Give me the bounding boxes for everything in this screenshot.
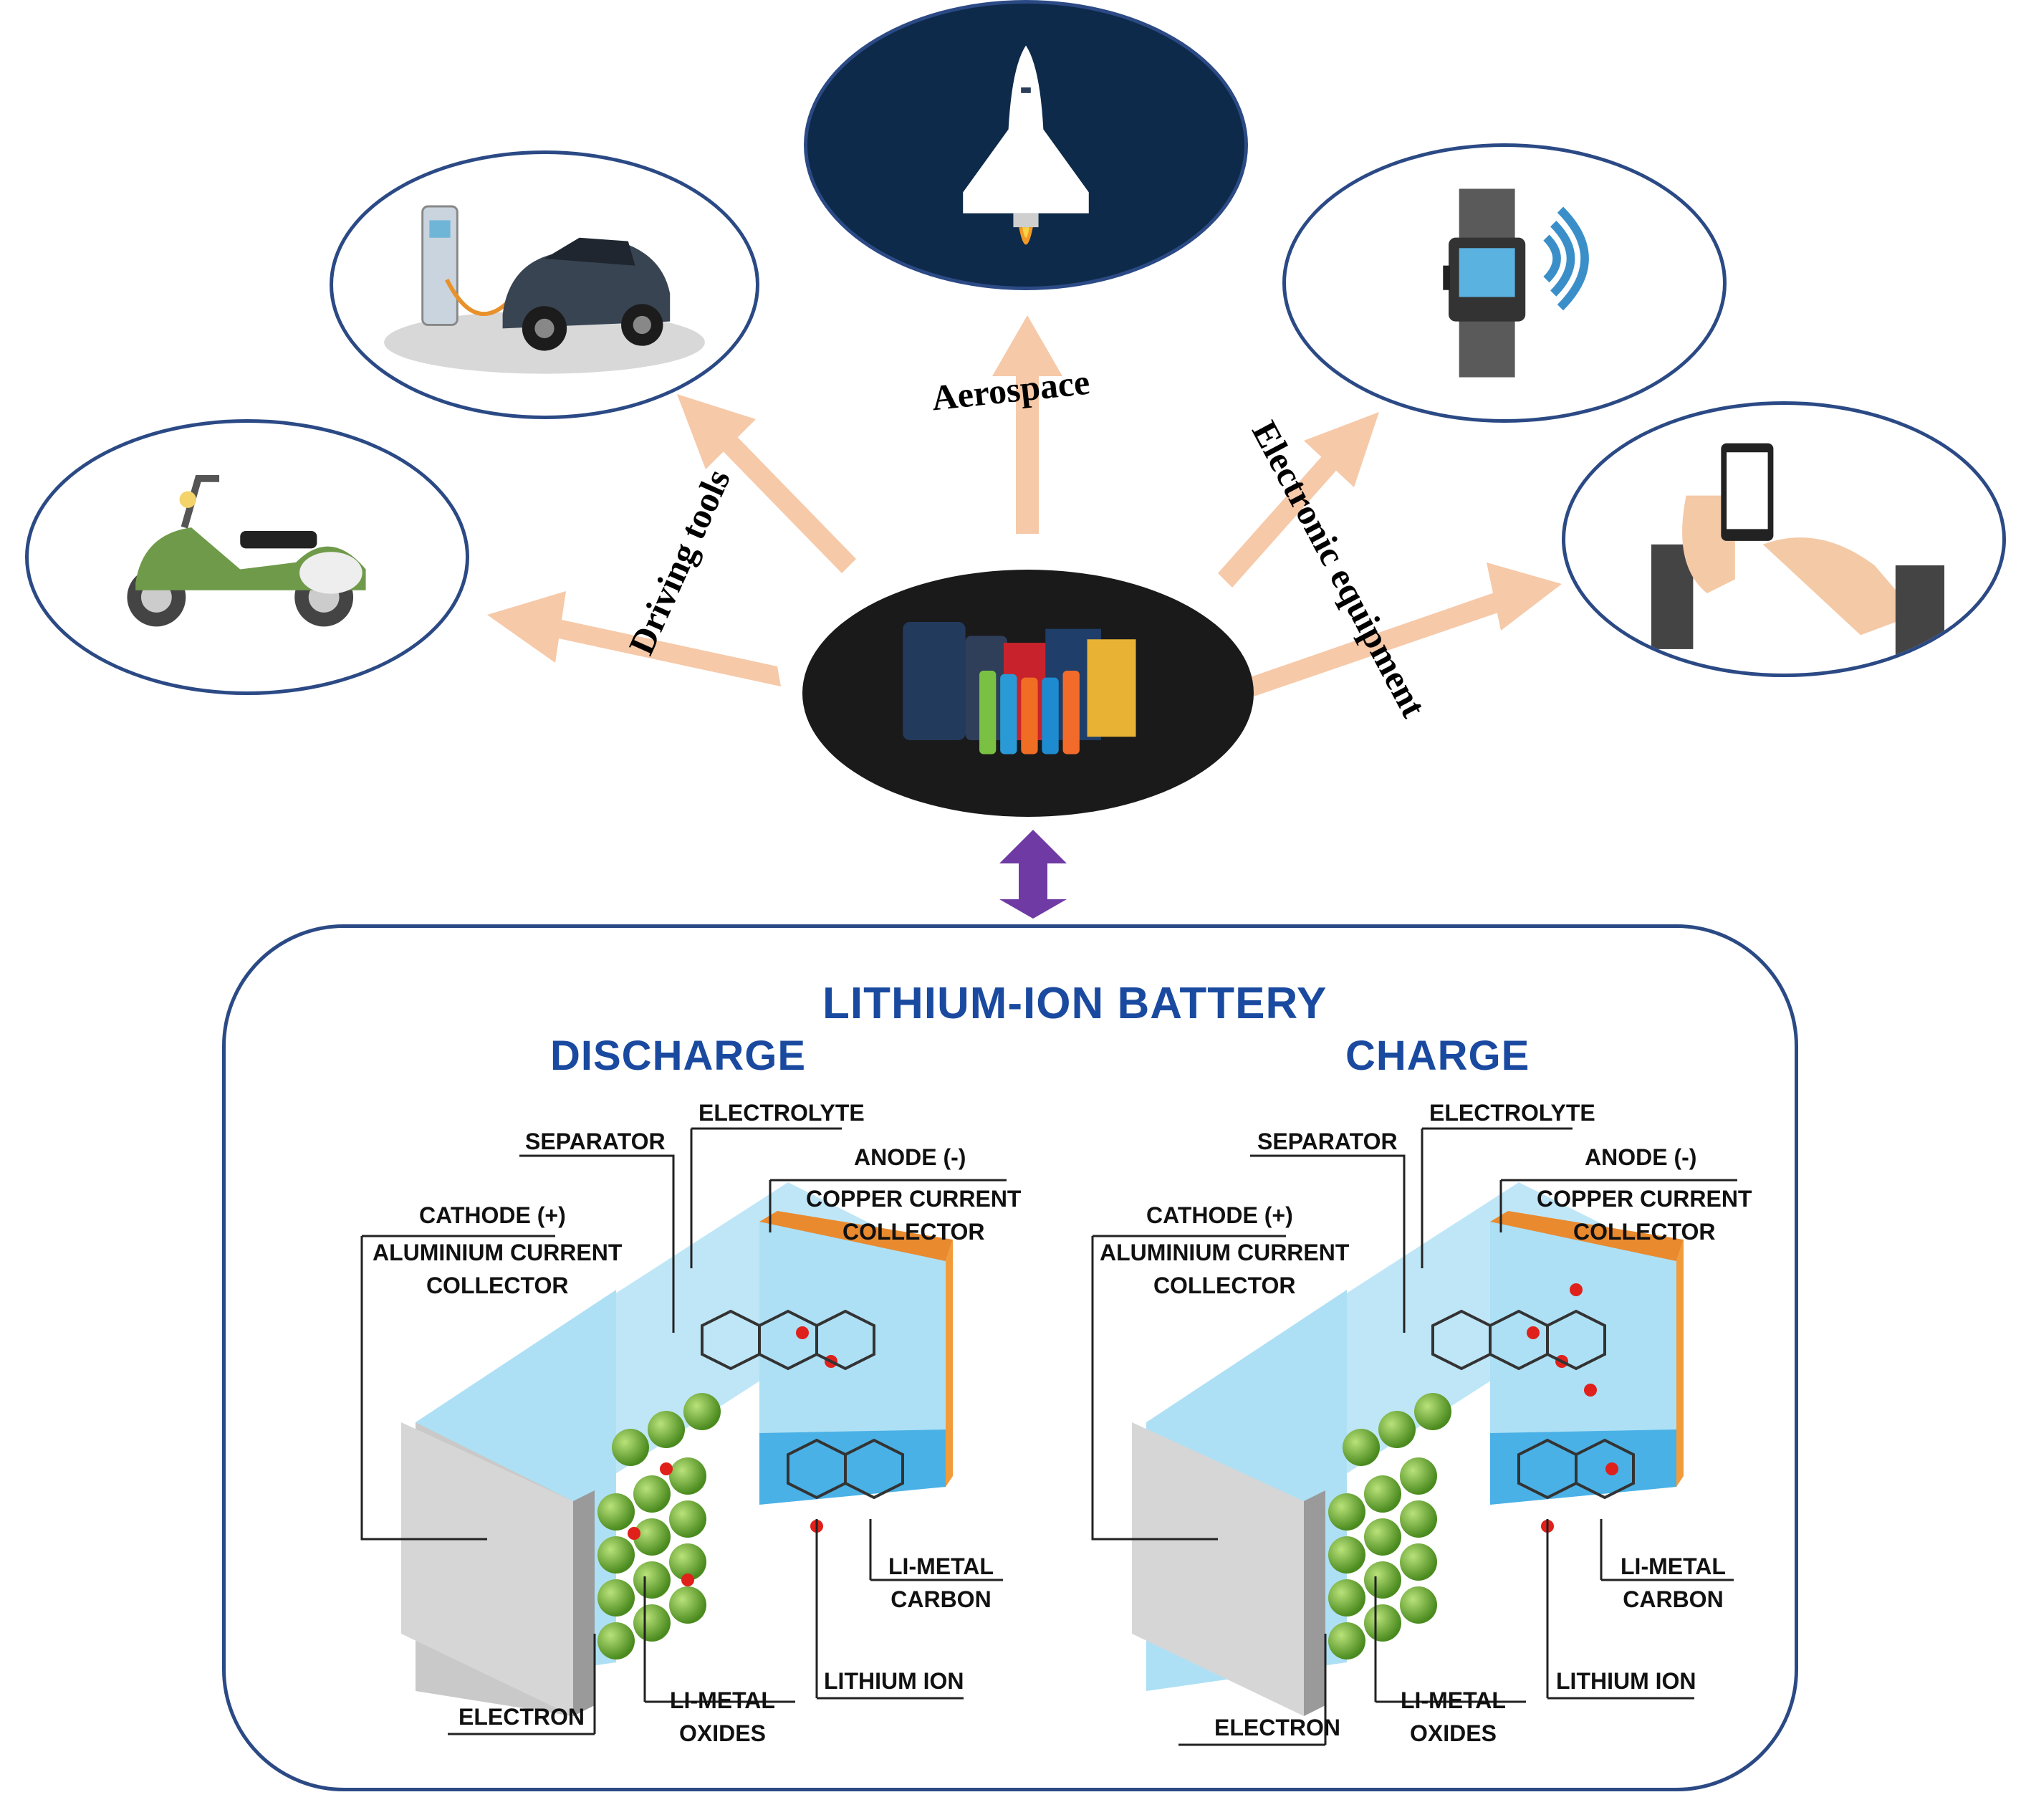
charge-li-metal-carbon-label: LI-METAL CARBON xyxy=(1621,1550,1726,1616)
charge-li-metal-oxides-line1: LI-METAL xyxy=(1401,1687,1506,1713)
smartphone-icon xyxy=(1651,443,1945,656)
charge-copper-line2: COLLECTOR xyxy=(1573,1219,1716,1245)
discharge-anode-label: ANODE (-) xyxy=(854,1144,966,1170)
charge-li-metal-carbon-line1: LI-METAL xyxy=(1621,1553,1726,1579)
scooter-ellipse xyxy=(25,419,469,695)
discharge-title: DISCHARGE xyxy=(550,1033,807,1079)
label-aerospace: Aerospace xyxy=(929,361,1092,418)
space-shuttle-icon xyxy=(963,45,1089,245)
charge-anode-label: ANODE (-) xyxy=(1585,1144,1697,1170)
charge-li-metal-carbon-line2: CARBON xyxy=(1623,1586,1724,1612)
charge-li-metal-oxides-label: LI-METAL OXIDES xyxy=(1401,1684,1506,1750)
batteries-ellipse xyxy=(802,570,1254,817)
charge-cathode-label: CATHODE (+) xyxy=(1146,1202,1293,1228)
charge-aluminium-line1: ALUMINIUM CURRENT xyxy=(1100,1240,1350,1265)
discharge-li-metal-oxides-line2: OXIDES xyxy=(679,1720,766,1746)
charge-title: CHARGE xyxy=(1345,1033,1530,1079)
smartwatch-icon xyxy=(1443,188,1589,378)
discharge-aluminium-label: ALUMINIUM CURRENT COLLECTOR xyxy=(373,1236,622,1302)
discharge-li-metal-carbon-line2: CARBON xyxy=(890,1586,992,1612)
smartwatch-ellipse xyxy=(1282,143,1727,423)
charge-lithium-ion-label: LITHIUM ION xyxy=(1556,1668,1696,1694)
double-arrow-icon xyxy=(999,830,1067,919)
panel-title: LITHIUM-ION BATTERY xyxy=(822,979,1328,1028)
discharge-electron-label: ELECTRON xyxy=(459,1704,585,1730)
battery-panel xyxy=(222,924,1798,1791)
charge-aluminium-label: ALUMINIUM CURRENT COLLECTOR xyxy=(1100,1236,1349,1302)
discharge-li-metal-oxides-label: LI-METAL OXIDES xyxy=(670,1684,775,1750)
discharge-li-metal-carbon-label: LI-METAL CARBON xyxy=(888,1550,994,1616)
discharge-copper-label: COPPER CURRENT COLLECTOR xyxy=(806,1182,1021,1248)
charge-li-metal-oxides-line2: OXIDES xyxy=(1410,1720,1497,1746)
discharge-separator-label: SEPARATOR xyxy=(525,1129,666,1154)
discharge-aluminium-line1: ALUMINIUM CURRENT xyxy=(373,1240,623,1265)
scooter-icon xyxy=(127,475,366,627)
charge-aluminium-line2: COLLECTOR xyxy=(1153,1273,1296,1298)
discharge-electrolyte-label: ELECTROLYTE xyxy=(698,1100,865,1126)
charge-separator-label: SEPARATOR xyxy=(1257,1129,1398,1154)
discharge-li-metal-oxides-line1: LI-METAL xyxy=(670,1687,775,1713)
discharge-li-metal-carbon-line1: LI-METAL xyxy=(888,1553,994,1579)
discharge-copper-line2: COLLECTOR xyxy=(842,1219,985,1245)
batteries-icon xyxy=(903,621,1136,755)
electric-car-icon xyxy=(384,205,705,374)
charge-copper-label: COPPER CURRENT COLLECTOR xyxy=(1537,1182,1752,1248)
charge-electrolyte-label: ELECTROLYTE xyxy=(1429,1100,1595,1126)
charge-electron-label: ELECTRON xyxy=(1214,1715,1340,1740)
car-ellipse xyxy=(330,150,759,419)
label-electronic-equipment: Electronic equipment xyxy=(1244,414,1434,724)
discharge-copper-line1: COPPER CURRENT xyxy=(806,1186,1022,1212)
discharge-aluminium-line2: COLLECTOR xyxy=(426,1273,569,1298)
discharge-lithium-ion-label: LITHIUM ION xyxy=(824,1668,964,1694)
discharge-cathode-label: CATHODE (+) xyxy=(419,1202,566,1228)
smartphone-ellipse xyxy=(1562,401,2006,677)
charge-copper-line1: COPPER CURRENT xyxy=(1537,1186,1752,1212)
label-driving-tools: Driving tools xyxy=(620,463,738,661)
aerospace-ellipse xyxy=(804,0,1248,290)
